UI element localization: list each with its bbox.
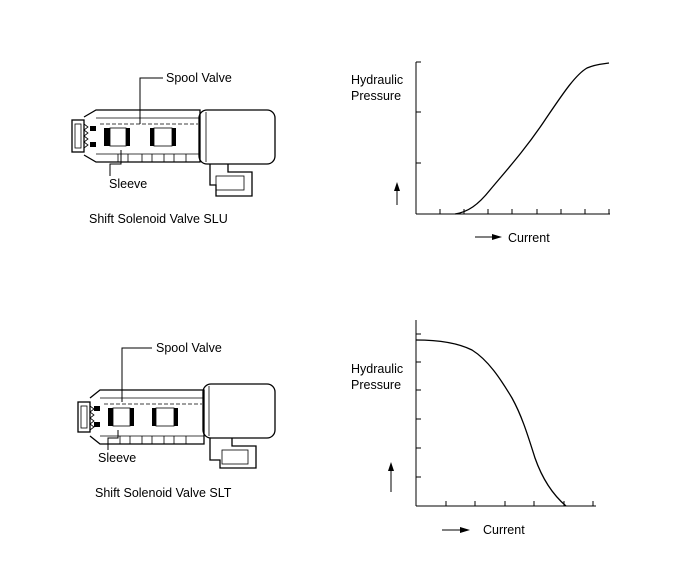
slu-sleeve-leader <box>109 150 122 176</box>
slu-caption: Shift Solenoid Valve SLU <box>89 212 228 226</box>
slu-sleeve-label: Sleeve <box>109 177 147 191</box>
slt-sleeve-leader <box>107 430 119 450</box>
slu-spool-valve-leader <box>139 77 163 124</box>
slu-solenoid-drawing <box>71 109 276 197</box>
slt-spool-valve-label: Spool Valve <box>156 341 222 355</box>
slu-graph-x-arrow-icon <box>475 234 502 240</box>
slu-pressure-curve <box>454 62 610 215</box>
slu-pressure-graph <box>415 61 610 215</box>
slt-solenoid-drawing <box>77 383 276 469</box>
slt-graph-x-label: Current <box>483 523 525 537</box>
slt-graph-y-label-line2: Pressure <box>351 378 401 392</box>
slu-graph-y-label-line2: Pressure <box>351 89 401 103</box>
slt-caption: Shift Solenoid Valve SLT <box>95 486 232 500</box>
slt-spool-valve-leader <box>121 347 152 402</box>
slu-spool-valve-label: Spool Valve <box>166 71 232 85</box>
slu-graph-x-label: Current <box>508 231 550 245</box>
slt-pressure-curve <box>415 339 567 507</box>
slu-graph-y-arrow-icon <box>394 182 400 205</box>
slt-graph-x-arrow-icon <box>442 527 470 533</box>
slt-sleeve-label: Sleeve <box>98 451 136 465</box>
slt-graph-y-arrow-icon <box>388 462 394 492</box>
slu-graph-y-label-line1: Hydraulic <box>351 73 403 87</box>
slt-graph-y-label-line1: Hydraulic <box>351 362 403 376</box>
slt-pressure-graph <box>415 320 596 507</box>
